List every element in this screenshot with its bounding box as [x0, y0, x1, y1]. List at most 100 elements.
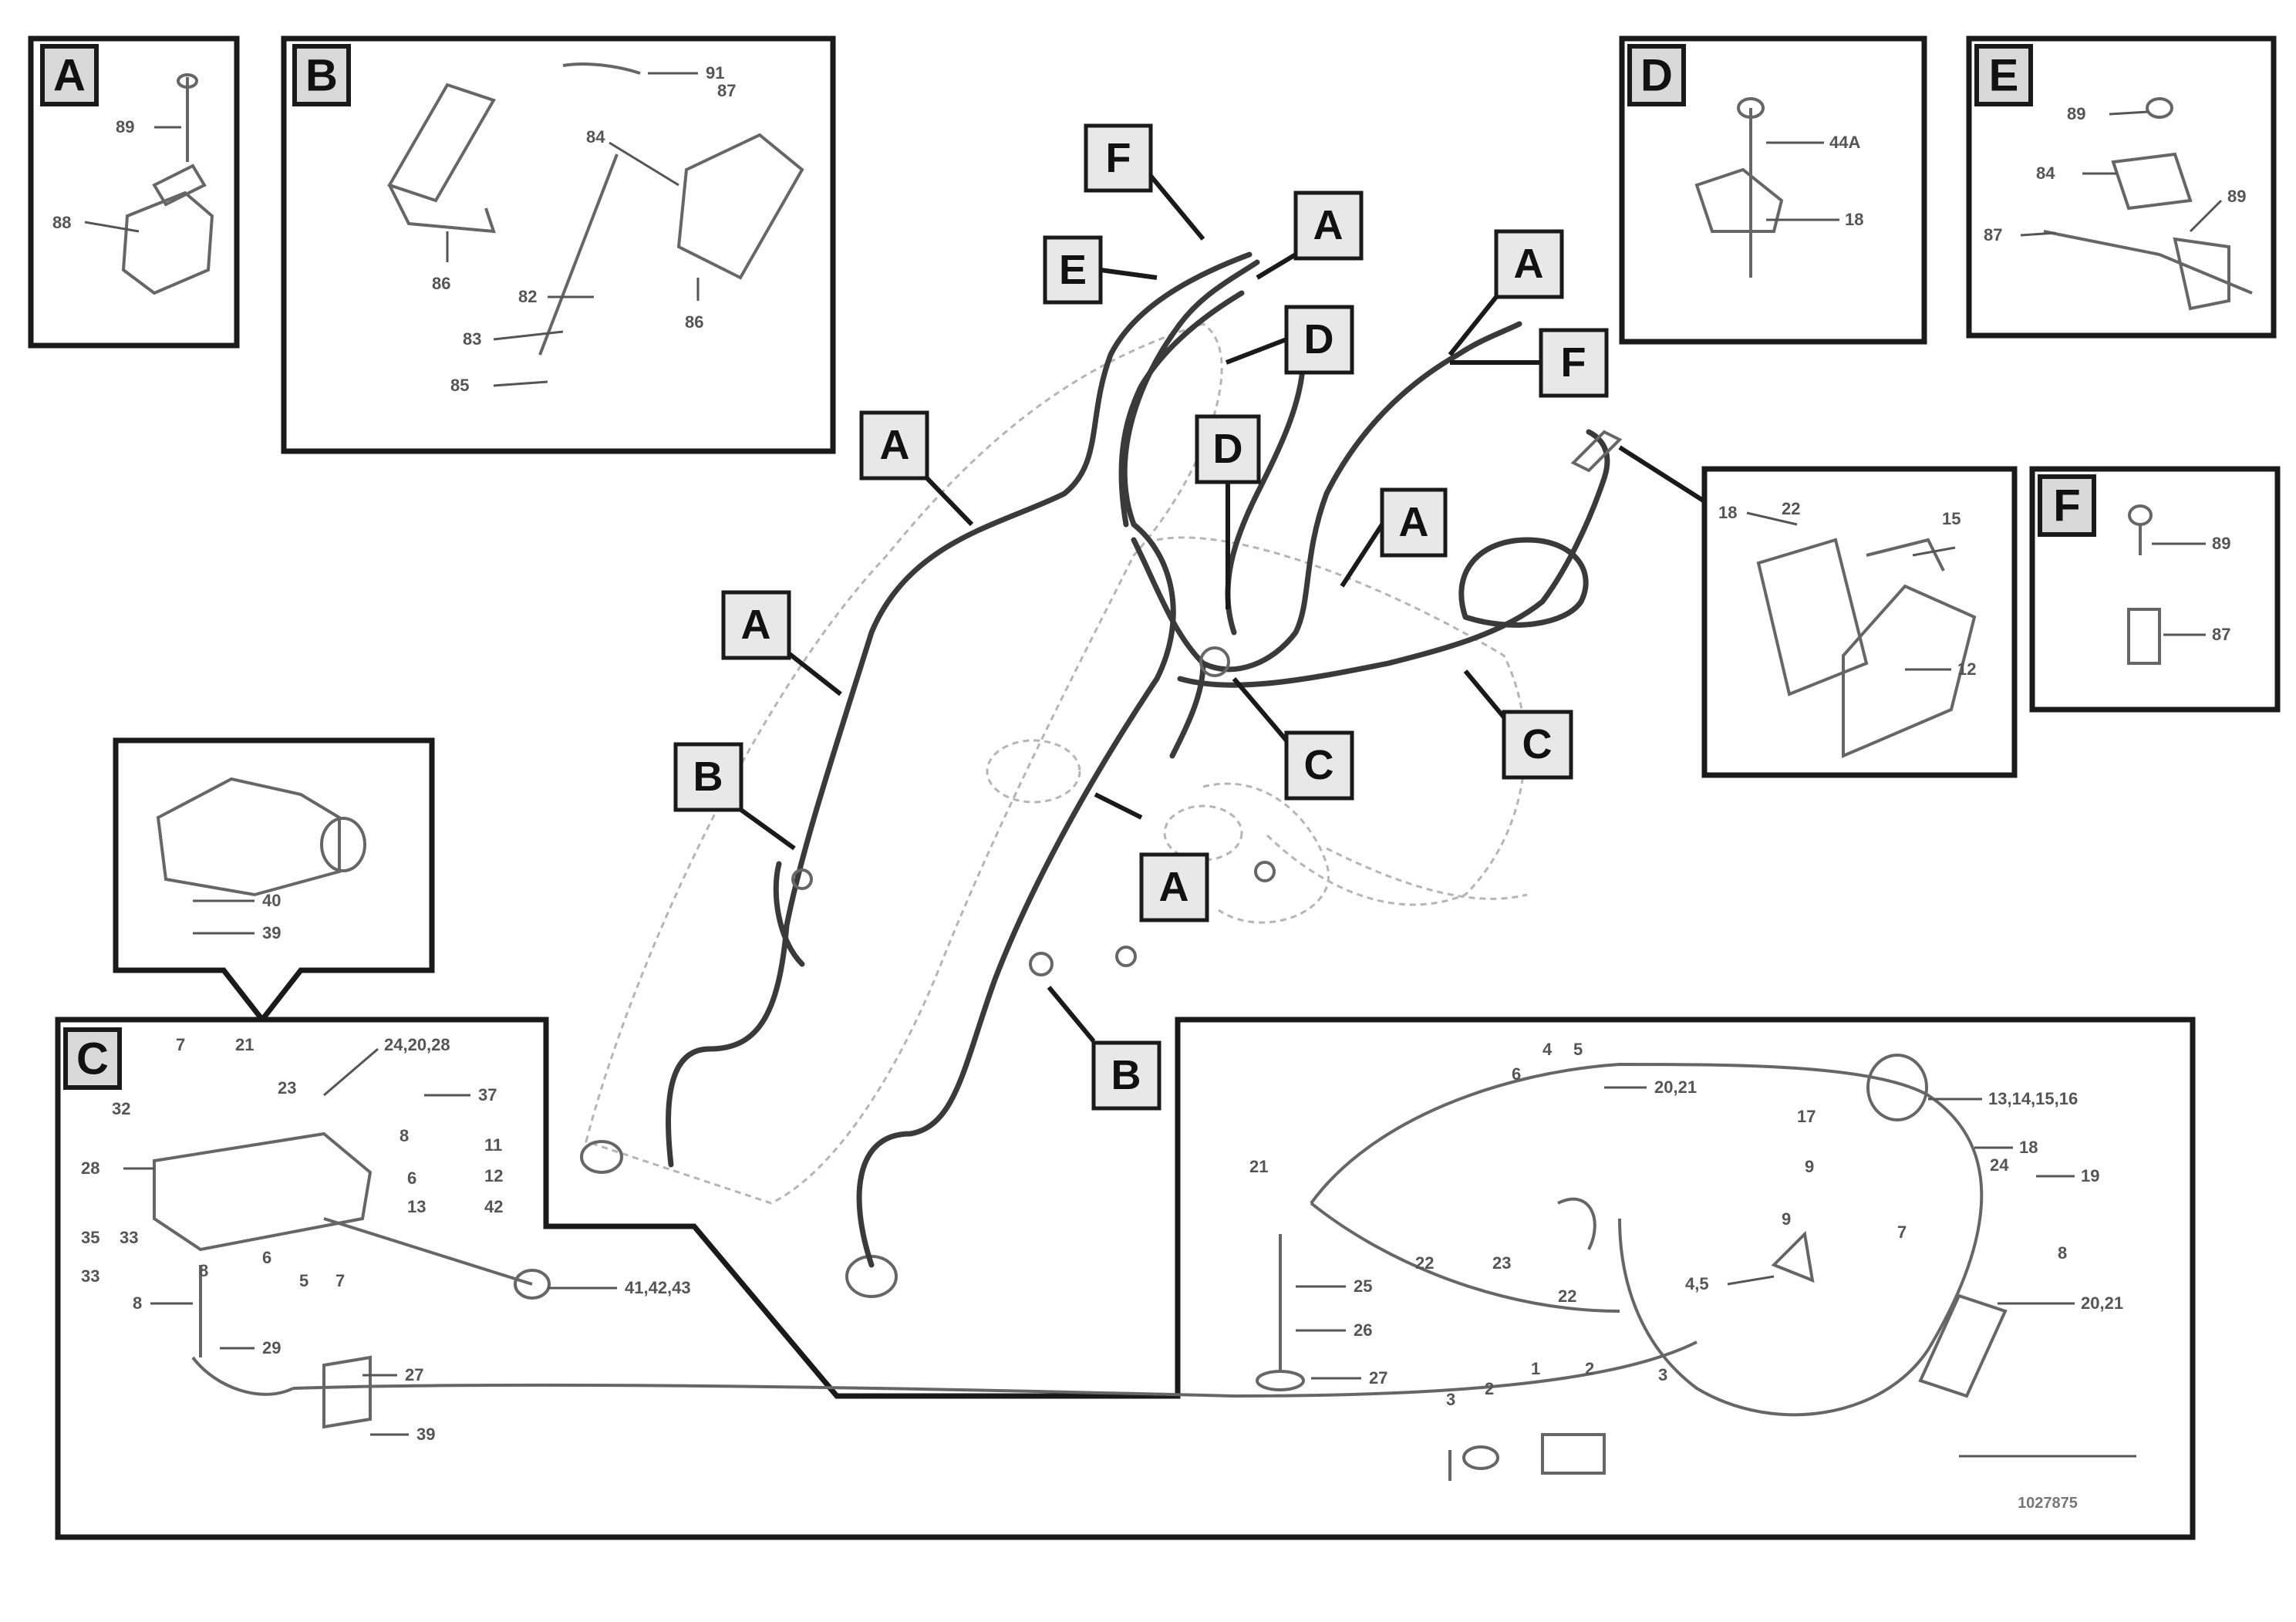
svg-text:A: A: [53, 51, 86, 101]
detail-box-d: D 44A 18: [1619, 35, 1927, 345]
label-rt-22: 22: [1782, 499, 1800, 518]
label-rb-26: 26: [1354, 1320, 1372, 1340]
svg-text:F: F: [1106, 135, 1131, 181]
detail-tag-d: D: [1627, 44, 1686, 106]
label-rb-20-21b: 20,21: [2081, 1293, 2123, 1313]
label-rt-18: 18: [1718, 503, 1737, 522]
label-rb-22b: 22: [1558, 1286, 1576, 1306]
reference-code: 1027875: [2018, 1495, 2078, 1512]
label-c-32: 32: [112, 1099, 130, 1118]
label-rb-22a: 22: [1415, 1253, 1434, 1273]
label-rb-9b: 9: [1782, 1209, 1791, 1229]
label-rb-9a: 9: [1805, 1157, 1814, 1176]
detail-box-b: B 91 87 84 86 82 83 85 86: [281, 35, 836, 454]
detail-box-right-top: 18 22 15 12: [1618, 445, 2018, 778]
label-d-44a: 44A: [1829, 133, 1860, 152]
callout-a-mid: A: [1094, 792, 1209, 922]
label-c-6b: 6: [262, 1248, 271, 1267]
svg-text:C: C: [76, 1034, 109, 1084]
label-e-87: 87: [1984, 225, 2002, 244]
label-c-7a: 7: [176, 1035, 185, 1054]
svg-text:A: A: [1159, 864, 1189, 910]
label-b-91: 91: [706, 63, 724, 83]
label-c-39: 39: [416, 1425, 435, 1444]
label-rb-23: 23: [1492, 1253, 1511, 1273]
svg-text:B: B: [1111, 1052, 1141, 1098]
label-rt-12: 12: [1957, 659, 1976, 679]
label-callout-39: 39: [262, 923, 281, 943]
callout-b-left: B: [673, 742, 796, 851]
svg-text:D: D: [1304, 316, 1334, 363]
label-c-11: 11: [484, 1135, 502, 1155]
label-e-89a: 89: [2067, 104, 2085, 123]
label-b-82: 82: [518, 287, 537, 306]
callout-a-center-right: A: [1340, 487, 1448, 588]
detail-tag-e: E: [1974, 44, 2033, 106]
label-c-33b: 33: [81, 1266, 99, 1286]
label-c-21: 21: [235, 1035, 254, 1054]
label-rb-13-14-15-16: 13,14,15,16: [1988, 1089, 2078, 1108]
label-rb-3a: 3: [1446, 1390, 1455, 1409]
label-e-84: 84: [2036, 164, 2055, 183]
label-rb-25: 25: [1354, 1276, 1372, 1296]
label-rb-1: 1: [1531, 1359, 1540, 1378]
svg-text:E: E: [1059, 247, 1087, 293]
svg-text:B: B: [693, 754, 723, 800]
label-rb-24: 24: [1990, 1155, 2009, 1175]
callout-e: E: [1043, 235, 1158, 305]
label-c-6a: 6: [407, 1168, 416, 1188]
svg-text:B: B: [305, 51, 338, 101]
svg-text:A: A: [1514, 241, 1544, 287]
label-rb-20-21a: 20,21: [1654, 1077, 1697, 1097]
label-rb-5a: 5: [1573, 1040, 1583, 1059]
callout-a-left-top: A: [859, 410, 974, 527]
label-c-35: 35: [81, 1228, 99, 1247]
label-c-42: 42: [484, 1197, 503, 1216]
callout-d-center: D: [1195, 414, 1261, 609]
callout-c-right: C: [1463, 669, 1573, 780]
svg-text:D: D: [1213, 426, 1243, 472]
label-a-88: 88: [52, 213, 71, 232]
label-b-83: 83: [463, 329, 481, 349]
label-rb-4-5: 4,5: [1685, 1274, 1709, 1293]
label-d-18: 18: [1845, 210, 1863, 229]
svg-text:C: C: [1304, 742, 1334, 788]
callout-f-top: F: [1084, 123, 1205, 241]
label-b-86b: 86: [685, 312, 703, 332]
svg-text:A: A: [1399, 499, 1429, 545]
label-rb-27: 27: [1369, 1368, 1387, 1388]
detail-box-right-bottom: 4 5 6 20,21 17 13,14,15,16 9 18 24 19 9 …: [1249, 1040, 2136, 1512]
label-rb-6: 6: [1512, 1064, 1521, 1084]
label-rb-7: 7: [1897, 1222, 1907, 1242]
label-b-87: 87: [717, 81, 736, 100]
callout-bubble: 40 39: [113, 737, 435, 1024]
label-rb-3b: 3: [1658, 1365, 1667, 1384]
label-rb-21: 21: [1249, 1157, 1268, 1176]
label-f-87: 87: [2212, 625, 2230, 644]
callout-c-center: C: [1232, 677, 1354, 801]
svg-text:F: F: [1561, 339, 1586, 386]
label-c-37: 37: [478, 1085, 497, 1104]
label-rb-18: 18: [2019, 1138, 2038, 1157]
main-callouts: F E A D A F A D: [673, 123, 1609, 1111]
label-rb-8: 8: [2058, 1243, 2067, 1263]
callout-a-top-right: A: [1448, 229, 1564, 356]
label-b-85: 85: [450, 376, 469, 395]
detail-box-f: F 89 87: [2029, 466, 2281, 713]
label-c-28: 28: [81, 1158, 99, 1178]
label-c-7b: 7: [335, 1271, 345, 1290]
label-a-89: 89: [116, 117, 134, 137]
label-b-86a: 86: [432, 274, 450, 293]
label-c-8b: 8: [133, 1293, 142, 1313]
label-c-24-20-28: 24,20,28: [384, 1035, 450, 1054]
label-callout-40: 40: [262, 891, 281, 910]
detail-box-a: A 89 88: [28, 35, 240, 349]
label-e-89b: 89: [2227, 187, 2246, 206]
callout-b-bottom: B: [1047, 986, 1161, 1111]
label-c-8c: 8: [199, 1261, 208, 1280]
main-assembly: [580, 251, 1623, 1298]
label-c-23: 23: [278, 1078, 296, 1098]
svg-text:A: A: [741, 602, 771, 648]
label-rb-4a: 4: [1542, 1040, 1553, 1059]
